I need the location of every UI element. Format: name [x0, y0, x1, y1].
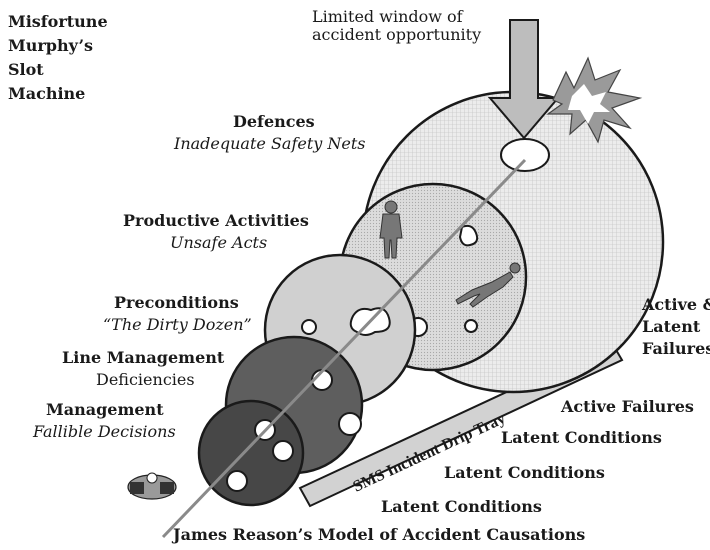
hands-logo-icon: [128, 473, 176, 499]
label-defences: Defences: [233, 113, 315, 131]
label-latent-conditions-3: Latent Conditions: [381, 498, 542, 516]
label-line-management: Line Management: [62, 349, 224, 367]
label-active-failures: Active Failures: [561, 398, 694, 416]
label-management: Management: [46, 401, 164, 419]
disc-management: [199, 401, 303, 505]
title-line-2: Murphy’s: [8, 34, 108, 58]
label-latent-conditions-1: Latent Conditions: [501, 429, 662, 447]
label-line-management-sub: Deficiencies: [96, 371, 195, 389]
label-management-sub: Fallible Decisions: [33, 423, 176, 441]
diagram-caption: James Reason’s Model of Accident Causati…: [173, 526, 585, 544]
label-active-latent-failures: Active & Latent Failures: [642, 294, 710, 360]
label-defences-sub: Inadequate Safety Nets: [174, 135, 366, 153]
label-preconditions-sub: “The Dirty Dozen”: [103, 316, 252, 334]
title-line-4: Machine: [8, 82, 108, 106]
title-line-1: Misfortune: [8, 10, 108, 34]
label-productive-activities: Productive Activities: [123, 212, 309, 230]
label-preconditions: Preconditions: [114, 294, 239, 312]
window-label: Limited window of accident opportunity: [312, 8, 481, 45]
slot-machine-title: Misfortune Murphy’s Slot Machine: [8, 10, 108, 106]
title-line-3: Slot: [8, 58, 108, 82]
label-productive-activities-sub: Unsafe Acts: [170, 234, 267, 252]
label-latent-conditions-2: Latent Conditions: [444, 464, 605, 482]
